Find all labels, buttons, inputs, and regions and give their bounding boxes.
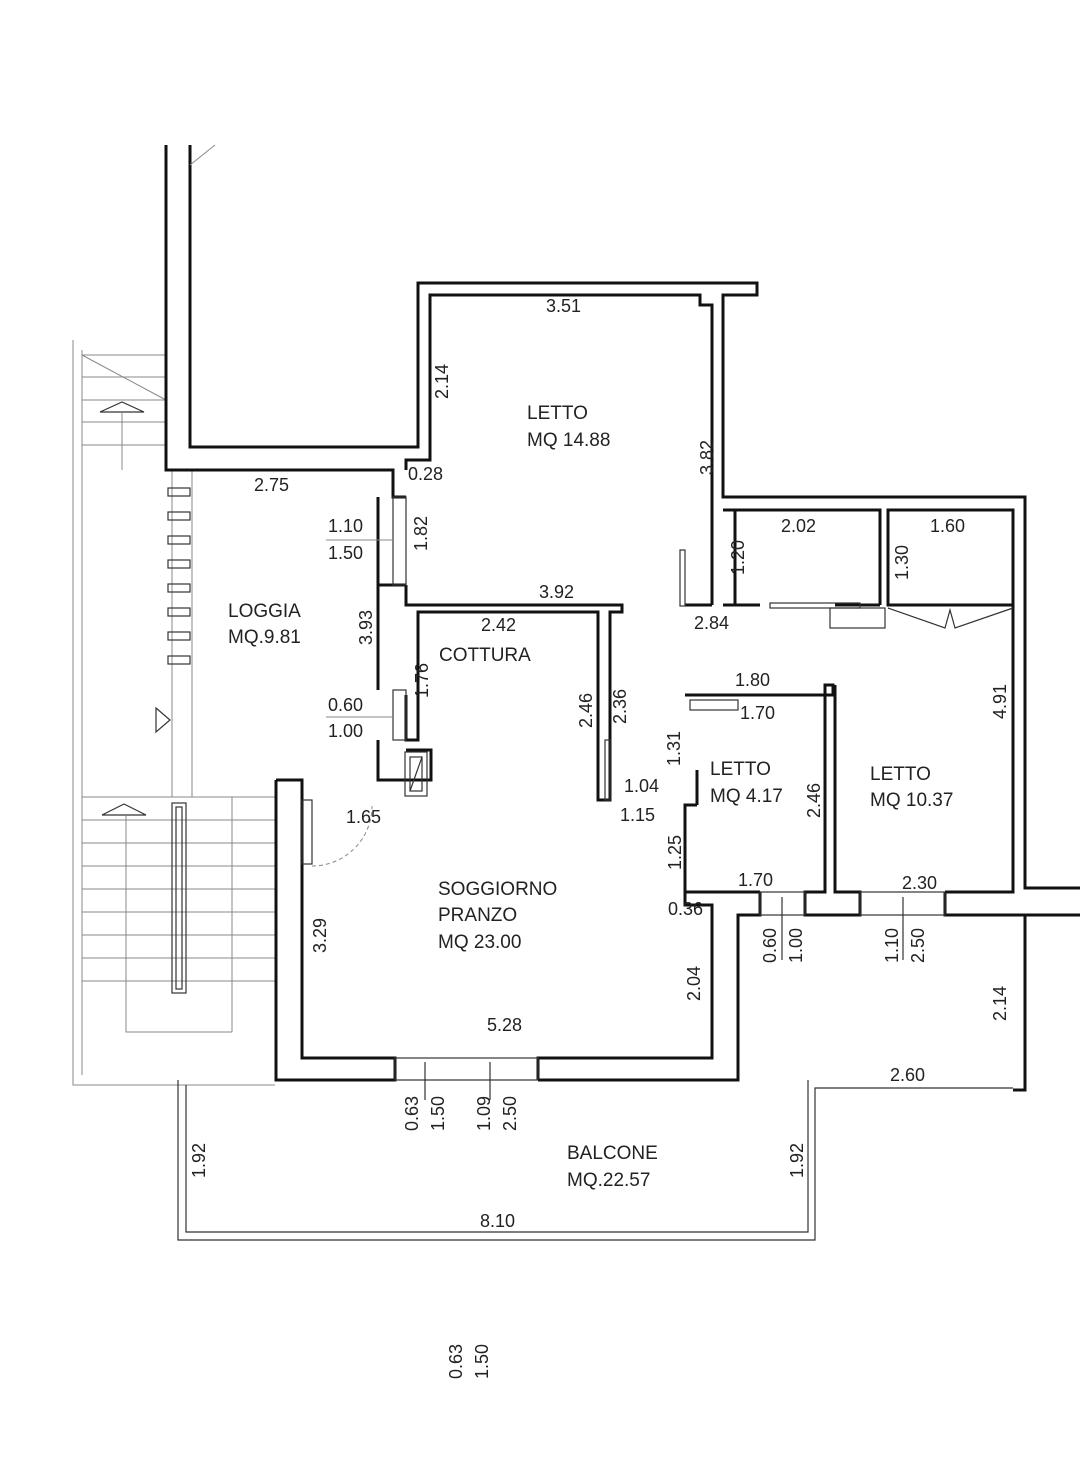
dimension: 1.82	[411, 516, 431, 551]
room-name: LETTO	[870, 764, 931, 785]
walls	[164, 144, 1080, 1092]
dimension: 2.84	[694, 613, 729, 633]
dimension: 2.50	[908, 928, 928, 963]
dimension: 2.42	[481, 615, 516, 635]
dimension: 2.36	[610, 689, 630, 724]
dimension: 2.46	[804, 783, 824, 818]
openings	[301, 496, 1014, 1100]
dimension: 1.31	[664, 731, 684, 766]
room-area: MQ 23.00	[438, 932, 521, 953]
dimension: 1.92	[787, 1143, 807, 1178]
room-name: LOGGIA	[228, 601, 301, 622]
dimension: 3.93	[356, 610, 376, 645]
room-name: LETTO	[710, 759, 771, 780]
dimension: 0.28	[408, 464, 443, 484]
room-area: MQ.22.57	[567, 1170, 650, 1191]
dimension: 3.29	[310, 918, 330, 953]
dimension: 1.25	[665, 835, 685, 870]
room-name: BALCONE	[567, 1143, 658, 1164]
dimension: 2.02	[781, 516, 816, 536]
dimension: 0.63	[402, 1096, 422, 1131]
dimension: 1.10	[882, 928, 902, 963]
dimension: 2.60	[890, 1065, 925, 1085]
dimension: 1.92	[189, 1143, 209, 1178]
dimension: 0.36	[668, 899, 703, 919]
dimension: 1.70	[740, 703, 775, 723]
dimension: 1.00	[328, 721, 363, 741]
dimension: 3.51	[546, 296, 581, 316]
dimension: 1.50	[328, 543, 363, 563]
dimension: 2.04	[684, 966, 704, 1001]
room-name: LETTO	[527, 403, 588, 424]
dimension: 1.20	[728, 540, 748, 575]
dimension: 0.60	[328, 695, 363, 715]
dimension: 0.63	[446, 1344, 466, 1379]
dimension: 1.09	[474, 1096, 494, 1131]
dimension: 1.60	[930, 516, 965, 536]
room-area: MQ 10.37	[870, 790, 953, 811]
dimension: 1.76	[412, 663, 432, 698]
dimension: 2.50	[500, 1096, 520, 1131]
room-area: MQ 4.17	[710, 786, 783, 807]
dimension: 3.82	[697, 440, 717, 475]
dimension: 2.30	[902, 873, 937, 893]
dimension: 1.70	[738, 870, 773, 890]
dimension: 1.30	[892, 545, 912, 580]
dimension: 1.50	[472, 1344, 492, 1379]
dimension: 2.14	[990, 986, 1010, 1021]
dimension: 1.00	[786, 928, 806, 963]
dimension: 1.65	[346, 807, 381, 827]
dimension: 2.46	[576, 693, 596, 728]
room-area: MQ 14.88	[527, 430, 610, 451]
dimension: 1.10	[328, 516, 363, 536]
room-name-2: PRANZO	[438, 905, 517, 926]
dimension: 1.04	[624, 776, 659, 796]
dimension: 1.80	[735, 670, 770, 690]
dimension: 0.60	[760, 928, 780, 963]
room-area: MQ.9.81	[228, 627, 301, 648]
dimension: 4.91	[990, 684, 1010, 719]
dimension: 1.15	[620, 805, 655, 825]
room-name: SOGGIORNO	[438, 879, 557, 900]
dimension: 3.92	[539, 582, 574, 602]
dimension: 2.75	[254, 475, 289, 495]
dimension: 2.14	[432, 364, 452, 399]
dimension: 5.28	[487, 1015, 522, 1035]
room-name: COTTURA	[439, 645, 531, 666]
staircase	[72, 340, 275, 1086]
balcony-outline	[177, 1080, 1013, 1241]
dimension: 1.50	[428, 1096, 448, 1131]
dimension: 8.10	[480, 1211, 515, 1231]
